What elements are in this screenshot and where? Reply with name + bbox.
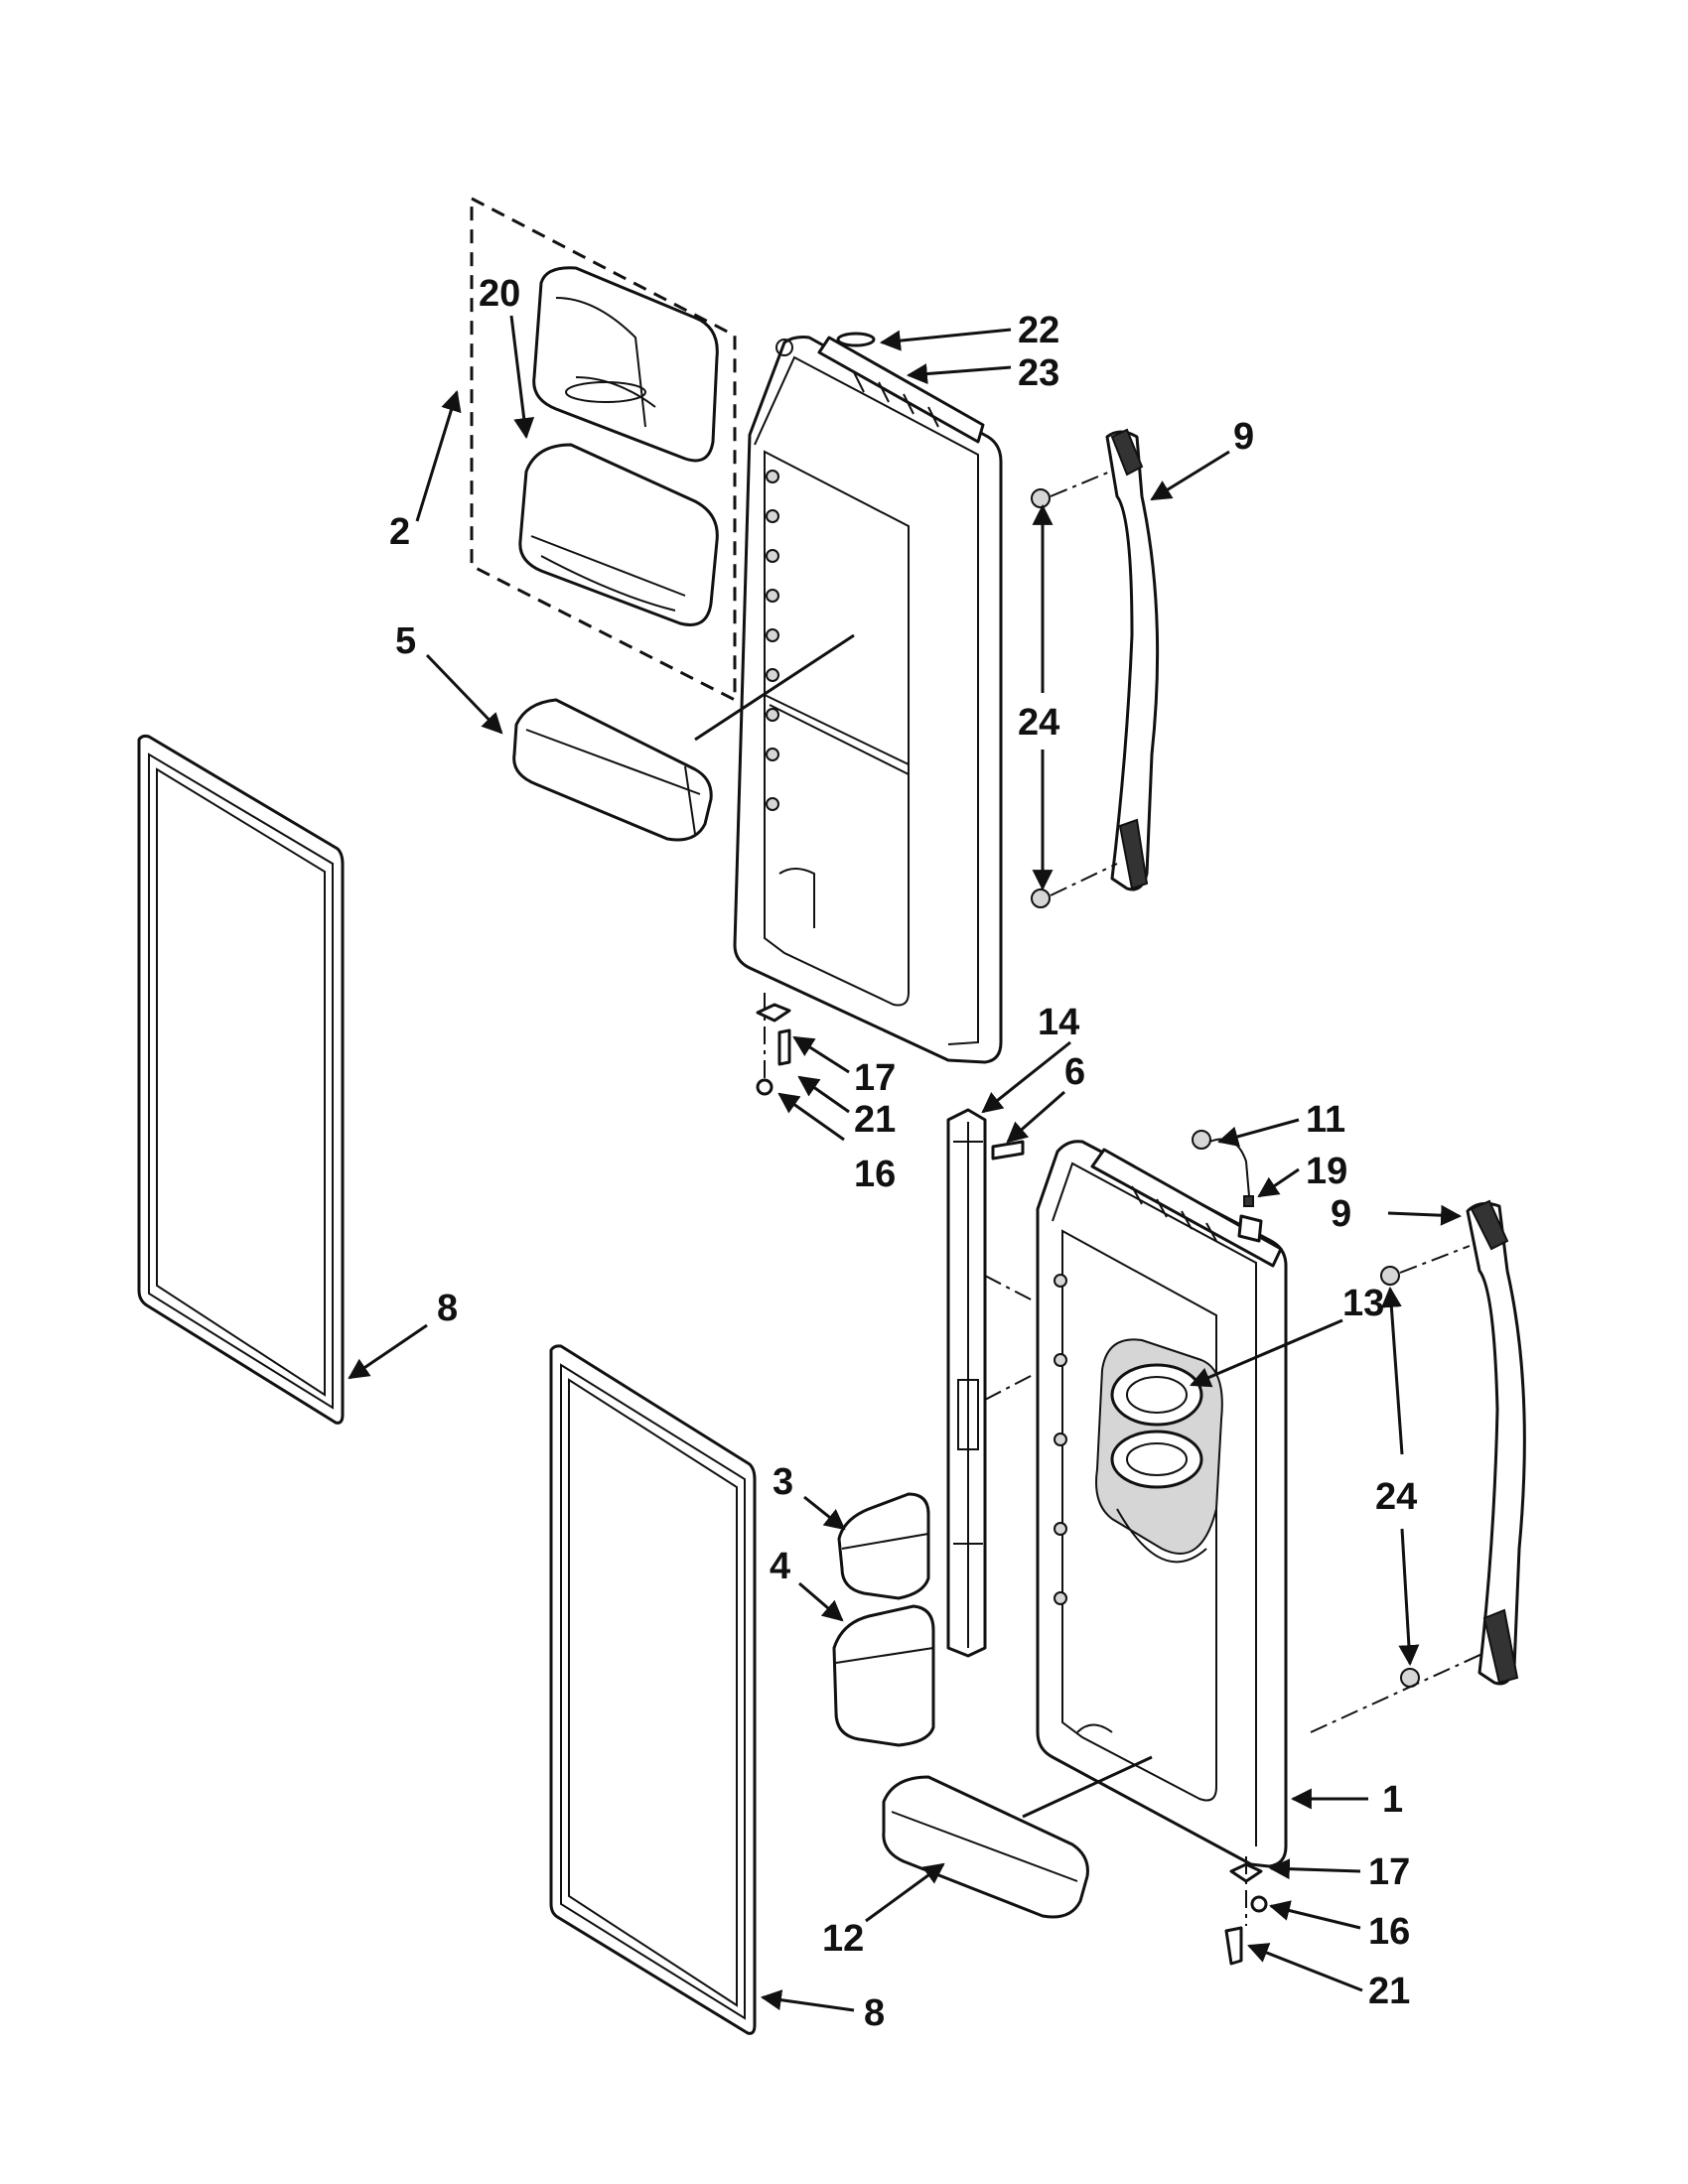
callout-9: 9 <box>1331 1193 1351 1235</box>
callout-11: 11 <box>1306 1099 1345 1141</box>
callout-20: 20 <box>479 273 520 315</box>
callout-23: 23 <box>1018 352 1059 394</box>
leader-arrows <box>348 315 1463 2012</box>
callout-4: 4 <box>770 1546 790 1587</box>
small-bin-lower-part <box>832 1604 935 1747</box>
callout-1: 1 <box>1382 1779 1403 1821</box>
callout-3: 3 <box>773 1461 793 1503</box>
callout-8: 8 <box>864 1992 885 2034</box>
kit-dashed-outline <box>470 196 737 703</box>
door-bin-lower-part <box>882 1755 1153 1919</box>
callout-5: 5 <box>395 620 416 662</box>
callout-16: 16 <box>1368 1911 1410 1953</box>
callout-12: 12 <box>822 1918 864 1960</box>
callout-21: 21 <box>1368 1971 1410 2012</box>
cap-part <box>836 332 876 347</box>
callout-6: 6 <box>1064 1051 1085 1093</box>
callout-17: 17 <box>1368 1851 1410 1893</box>
callout-19: 19 <box>1306 1151 1347 1192</box>
callout-9: 9 <box>1233 416 1254 458</box>
upper-door-liner-part <box>694 336 1003 1096</box>
callout-labels: 22 23 20 2 9 24 5 17 21 16 14 6 11 19 9 … <box>389 273 1417 2034</box>
callout-8: 8 <box>437 1288 458 1329</box>
callout-21: 21 <box>854 1099 896 1141</box>
callout-24: 24 <box>1018 702 1059 744</box>
hinge-strip-part <box>946 1108 1034 1658</box>
callout-13: 13 <box>1342 1283 1384 1324</box>
door-bin-part <box>512 698 713 842</box>
screw-part <box>991 1140 1025 1160</box>
callout-22: 22 <box>1018 310 1059 351</box>
small-bin-upper-part <box>837 1492 930 1600</box>
callout-14: 14 <box>1038 1002 1079 1043</box>
wire-harness-part <box>1192 1130 1263 1243</box>
lower-door-liner-part <box>1036 1140 1288 1966</box>
upper-handle-part <box>1031 428 1160 908</box>
bin-part <box>518 443 719 626</box>
door-gasket-lower-part <box>549 1344 757 2035</box>
lower-handle-part <box>1310 1199 1526 1733</box>
callout-16: 16 <box>854 1154 896 1195</box>
callout-2: 2 <box>389 511 410 553</box>
door-gasket-upper-part <box>137 734 345 1425</box>
callout-24: 24 <box>1375 1476 1417 1518</box>
callout-17: 17 <box>854 1057 896 1099</box>
bin-cover-part <box>532 266 719 463</box>
